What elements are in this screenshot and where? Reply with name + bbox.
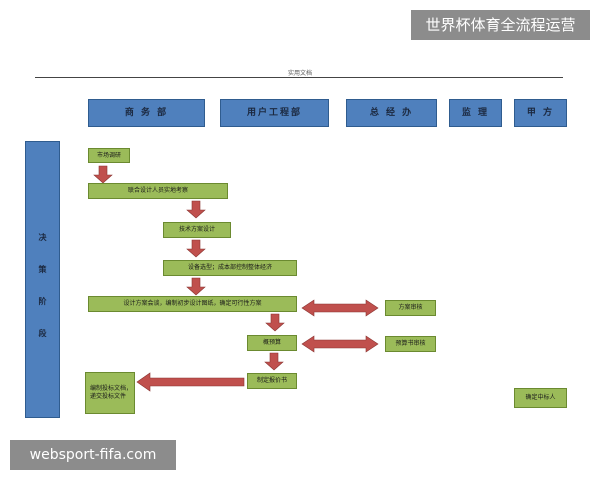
dept-user-engineering: 用户工程部 (220, 99, 329, 127)
step-tech-design: 技术方案设计 (163, 222, 231, 238)
step-design-meeting: 设计方案会谈，编制初步设计图纸，确定可行性方案 (88, 296, 297, 312)
step-market-research: 市场调研 (88, 148, 130, 163)
arrow-down-3 (186, 239, 206, 258)
arrow-down-2 (186, 200, 206, 219)
dept-business: 商 务 部 (88, 99, 205, 127)
stage-decision: 决 策 阶 段 (25, 141, 60, 418)
arrow-down-6 (264, 352, 284, 371)
stage-char-2: 策 (38, 265, 47, 274)
step-bid-win: 确定中标人 (514, 388, 567, 408)
stage-char-1: 决 (38, 233, 47, 242)
dept-general-office: 总 经 办 (346, 99, 437, 127)
watermark-top: 世界杯体育全流程运营 (411, 10, 590, 40)
header-divider (35, 77, 563, 78)
stage-char-4: 段 (38, 329, 47, 338)
arrow-double-2 (301, 335, 379, 353)
arrow-down-5 (265, 313, 285, 332)
step-bid-docs: 编制投标文档，递交投标文件 (85, 372, 135, 414)
stage-char-3: 阶 (38, 297, 47, 306)
watermark-bottom: websport-fifa.com (10, 440, 176, 470)
step-plan-review: 方案审核 (385, 300, 436, 316)
arrow-left (136, 372, 245, 392)
step-site-survey: 联合设计人员实地考察 (88, 183, 228, 199)
step-estimate: 概预算 (247, 335, 297, 351)
arrow-double-1 (301, 299, 379, 317)
arrow-down-4 (186, 277, 206, 296)
step-equipment: 设备选型；成本部控制整体经济 (163, 260, 297, 276)
doc-title: 实用文档 (287, 70, 312, 77)
step-quotation: 制定报价书 (247, 373, 297, 389)
step-budget-review: 预算书审核 (385, 336, 436, 352)
dept-supervisor: 监 理 (449, 99, 502, 127)
arrow-down-1 (93, 165, 113, 184)
dept-party-a: 甲 方 (514, 99, 567, 127)
